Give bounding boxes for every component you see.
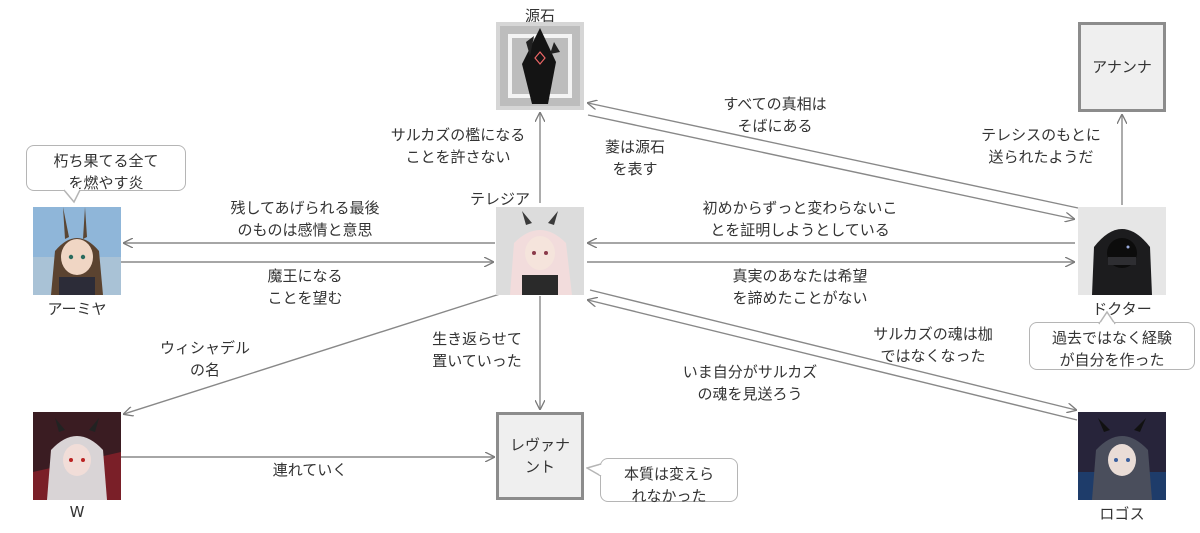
node-label-amiya: アーミヤ [27, 298, 127, 319]
node-label-w: W [53, 503, 101, 521]
node-label-theresia: テレジア [458, 188, 542, 209]
amiya-quote-bubble: 朽ち果てる全て を燃やす炎 [26, 145, 186, 191]
w-portrait [33, 412, 121, 500]
gengseki-image [496, 22, 584, 110]
theresia-portrait [496, 207, 584, 295]
edge-label-doctor-theresia: 初めからずっと変わらないこ とを証明しようとしている [675, 197, 925, 241]
edge-label-theresia-w: ウィシャデル の名 [145, 337, 265, 381]
doctor-quote-line-2: が自分を作った [1036, 349, 1188, 371]
doctor-portrait [1078, 207, 1166, 295]
logos-portrait [1078, 412, 1166, 500]
edge-label-theresia-logos: サルカズの魂は枷 ではなくなった [848, 323, 1018, 367]
edge-label-amiya-theresia: 魔王になる ことを望む [235, 265, 375, 309]
doctor-quote-bubble: 過去ではなく経験 が自分を作った [1029, 322, 1195, 370]
edge-label-doctor-gengseki: すべての真相は そばにある [705, 93, 845, 137]
node-ananna: アナンナ [1078, 22, 1166, 112]
edge-label-theresia-doctor: 真実のあなたは希望 を諦めたことがない [705, 265, 895, 309]
amiya-quote-line-1: 朽ち果てる全て [33, 150, 179, 172]
edge-label-gengseki-doctor: 菱は源石 を表す [590, 136, 680, 180]
doctor-quote-line-1: 過去ではなく経験 [1036, 327, 1188, 349]
edge-label-logos-theresia: いま自分がサルカズ の魂を見送ろう [660, 361, 840, 405]
revenant-bubble-tail [586, 460, 602, 482]
node-label-doctor: ドクター [1072, 298, 1172, 319]
node-revenant: レヴァナント [496, 412, 584, 500]
revenant-quote-line-1: 本質は変えら [607, 463, 731, 485]
edge-label-theresia-gengseki: サルカズの檻になる ことを許さない [373, 124, 543, 168]
edge-label-doctor-ananna: テレシスのもとに 送られたようだ [966, 124, 1116, 168]
edge-label-theresia-revenant: 生き返らせて 置いていった [412, 328, 542, 372]
edge-label-w-revenant: 連れていく [250, 459, 370, 481]
revenant-quote-line-2: れなかった [607, 485, 731, 507]
revenant-quote-bubble: 本質は変えら れなかった [600, 458, 738, 502]
amiya-portrait [33, 207, 121, 295]
node-label-logos: ロゴス [1072, 503, 1172, 524]
amiya-quote-line-2: を燃やす炎 [33, 172, 179, 194]
doctor-bubble-tail [1095, 311, 1121, 325]
edge-label-theresia-amiya: 残してあげられる最後 のものは感情と意思 [200, 197, 410, 241]
amiya-bubble-tail [62, 188, 92, 206]
